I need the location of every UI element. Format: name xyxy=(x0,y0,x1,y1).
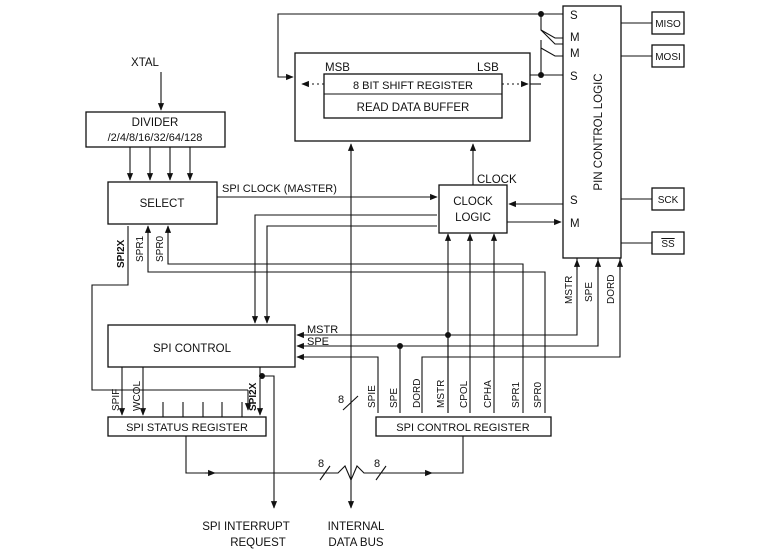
status-bit-wcol: WCOL xyxy=(132,381,143,411)
pin-port-m3: M xyxy=(570,218,580,230)
bus-width-1: 8 xyxy=(338,394,344,406)
clock-label: CLOCK xyxy=(477,174,517,186)
ctrl-bit-spr1: SPR1 xyxy=(511,381,522,408)
bus-width-2: 8 xyxy=(318,458,324,470)
select-block xyxy=(107,181,218,225)
pin-spe-v: SPE xyxy=(584,282,595,302)
select-spr1: SPR1 xyxy=(135,235,146,262)
pin-dord-v: DORD xyxy=(606,275,617,304)
status-bit-lines xyxy=(118,367,243,417)
status-bit-spi2x: SPI2X xyxy=(248,382,259,411)
sck-label: SCK xyxy=(658,195,679,206)
xtal-label: XTAL xyxy=(131,57,160,69)
spi-control-block xyxy=(107,324,296,368)
ctrl-bit-spie: SPIE xyxy=(367,385,378,408)
pin-mstr-v: MSTR xyxy=(564,276,575,304)
miso-label: MISO xyxy=(655,19,681,30)
status-register-block xyxy=(107,416,267,437)
interrupt-label-2: REQUEST xyxy=(230,537,286,549)
pin-control-block xyxy=(562,5,622,259)
divider-taps xyxy=(126,147,194,181)
ctrl-bit-dord: DORD xyxy=(412,379,423,408)
mosi-label: MOSI xyxy=(655,52,681,63)
divider-title: DIVIDER xyxy=(132,117,179,129)
pin-port-s3: S xyxy=(570,195,578,207)
pin-connectors xyxy=(621,22,652,244)
lsb-label: LSB xyxy=(477,62,499,74)
msb-label: MSB xyxy=(325,62,350,74)
divider-ratios: /2/4/8/16/32/64/128 xyxy=(108,132,203,144)
mstr-label: MSTR xyxy=(307,324,338,336)
clock-logic-block xyxy=(438,184,508,234)
ctrl-bit-mstr: MSTR xyxy=(436,380,447,408)
select-spi2x: SPI2X xyxy=(116,239,127,268)
ctrl-bit-cpol: CPOL xyxy=(459,380,470,408)
select-label: SELECT xyxy=(140,198,185,210)
status-bit-spif: SPIF xyxy=(111,389,122,411)
interrupt-label-1: SPI INTERRUPT xyxy=(202,521,290,533)
spe-label: SPE xyxy=(307,336,329,348)
pin-port-m2: M xyxy=(570,48,580,60)
clock-logic-line2: LOGIC xyxy=(455,212,491,224)
status-register-label: SPI STATUS REGISTER xyxy=(126,422,248,434)
spi-clock-master-label: SPI CLOCK (MASTER) xyxy=(222,183,337,195)
data-bus-label-1: INTERNAL xyxy=(328,521,385,533)
pin-control-label: PIN CONTROL LOGIC xyxy=(593,73,605,190)
select-spr0: SPR0 xyxy=(155,235,166,262)
data-bus-label-2: DATA BUS xyxy=(328,537,383,549)
pin-port-m1: M xyxy=(570,32,580,44)
shift-register-inner xyxy=(323,73,503,119)
divider-block xyxy=(85,111,226,148)
ctrl-bit-cpha: CPHA xyxy=(483,380,494,408)
shift-register-label: 8 BIT SHIFT REGISTER xyxy=(353,80,473,92)
pin-port-s1: S xyxy=(570,10,578,22)
ss-label: SS xyxy=(661,239,675,250)
ctrl-bit-spr0: SPR0 xyxy=(533,381,544,408)
pin-port-s2: S xyxy=(570,71,578,83)
bus-width-3: 8 xyxy=(374,458,380,470)
ctrl-bit-spe: SPE xyxy=(389,388,400,408)
spi-control-label: SPI CONTROL xyxy=(153,343,232,355)
read-buffer-label: READ DATA BUFFER xyxy=(357,102,470,114)
control-register-label: SPI CONTROL REGISTER xyxy=(396,422,530,434)
clock-logic-line1: CLOCK xyxy=(453,196,493,208)
